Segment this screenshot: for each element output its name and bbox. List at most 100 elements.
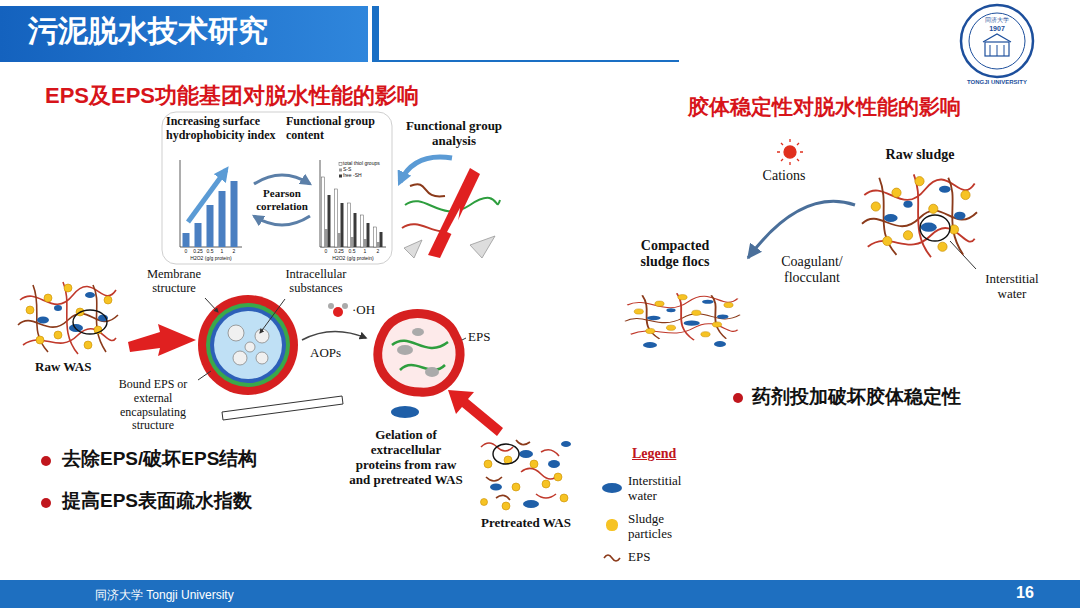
hydroxyl-radical xyxy=(328,303,334,309)
eps-gel xyxy=(412,328,424,336)
eps-gel xyxy=(400,365,445,370)
legend-heading: Legend xyxy=(632,446,692,462)
axis-tick: 0.25 xyxy=(331,249,347,255)
inset-panel: Increasing surface hydrophobicity indexP… xyxy=(162,112,392,264)
footer-text: 同济大学 Tongji University xyxy=(95,589,315,603)
cell-structure xyxy=(214,311,282,379)
cell-structure xyxy=(198,295,298,395)
compacted-floc xyxy=(625,293,740,340)
legend-text: Interstitial water xyxy=(628,474,700,504)
university-logo xyxy=(985,42,1009,56)
axis-tick: 0.5 xyxy=(344,249,360,255)
leader-line xyxy=(198,371,211,380)
cell-structure xyxy=(228,325,269,365)
functional-group-bar-chart xyxy=(380,232,383,247)
raw-was-floc xyxy=(73,310,107,334)
raw-sludge-floc xyxy=(862,174,977,257)
axis-title: H2O2 (g/g protein) xyxy=(318,256,388,262)
functional-group-bar-chart xyxy=(361,215,364,247)
hydroxyl-radical xyxy=(333,307,343,317)
hydrophobicity-bar-chart xyxy=(207,205,214,247)
section-heading: EPS及EPS功能基团对脱水性能的影响 xyxy=(45,83,525,108)
inset-panel xyxy=(162,112,392,264)
leader-line xyxy=(260,299,285,333)
functional-group-analysis-art xyxy=(410,184,445,196)
sludge-figure: Raw sludge xyxy=(855,145,985,270)
bullet-text: 去除EPS/破坏EPS结构 xyxy=(62,448,382,470)
functional-group-bar-chart xyxy=(354,213,357,247)
bracket-strip xyxy=(222,396,343,420)
university-logo xyxy=(961,5,1033,77)
chart-legend-text: total thiol groups xyxy=(343,161,387,167)
inset-panel xyxy=(162,112,392,264)
cell-structure xyxy=(206,303,290,387)
functional-group-bar-chart xyxy=(377,242,380,247)
bullet-text: 药剂投加破坏胶体稳定性 xyxy=(752,386,1052,408)
bullet-dot xyxy=(41,456,51,466)
cell-structure xyxy=(210,307,286,383)
part-label: ·OH xyxy=(352,303,382,318)
university-logo xyxy=(983,34,1011,42)
red-arrow xyxy=(128,324,196,356)
functional-group-bar-chart xyxy=(339,163,342,166)
header-band xyxy=(0,6,679,62)
part-label: Intracellular substances xyxy=(270,267,362,296)
functional-group-bar-chart xyxy=(348,203,351,247)
part-label: Bound EPS or external encapsulating stru… xyxy=(100,378,206,433)
logo-text: 1907 xyxy=(982,25,1012,33)
cation-icon xyxy=(784,146,796,158)
legend-swatch xyxy=(602,483,622,493)
footer-band xyxy=(0,580,1080,608)
cell-structure xyxy=(198,295,298,395)
compacted-floc xyxy=(714,341,726,347)
footer-band xyxy=(0,580,1080,608)
functional-group-bar-chart xyxy=(328,195,331,247)
part-label: Cations xyxy=(752,168,816,184)
hydroxyl-radical xyxy=(342,303,348,309)
axis-tick: 1 xyxy=(214,249,230,255)
logo-text: 同济大学 xyxy=(982,17,1012,24)
pretreated-was-floc xyxy=(481,440,572,510)
hydrophobicity-bar-chart xyxy=(183,233,190,247)
bracket-strip xyxy=(222,396,343,420)
legend-eps-line xyxy=(604,555,620,561)
university-logo xyxy=(961,5,1033,77)
node-text: Functional group content xyxy=(286,115,388,143)
functional-group-bar-chart xyxy=(335,189,338,247)
functional-group-bar-chart xyxy=(339,169,342,172)
aops-arrow xyxy=(302,331,366,340)
functional-group-bar-chart xyxy=(364,239,367,247)
hydrophobicity-bar-chart xyxy=(180,160,242,247)
compacted-floc xyxy=(643,342,657,348)
leader-line xyxy=(198,241,976,380)
eps-gel xyxy=(425,367,439,377)
functional-group-bar-chart xyxy=(320,160,386,247)
hydroxyl-radical xyxy=(328,303,348,317)
cell-structure xyxy=(233,351,247,365)
axis-tick: 0.25 xyxy=(190,249,206,255)
sludge-figure: Pretreated WAS xyxy=(470,428,582,536)
functional-group-bar-chart xyxy=(341,203,344,247)
university-logo xyxy=(990,45,1004,56)
header-band xyxy=(379,60,679,62)
axis-title: H2O2 (g/g protein) xyxy=(176,256,246,262)
functional-group-bar-chart xyxy=(322,177,325,247)
pretreated-was-floc xyxy=(481,440,572,510)
hydrophobicity-bar-chart xyxy=(231,181,238,247)
eps-gel xyxy=(397,345,413,355)
bullet-dot xyxy=(41,498,51,508)
functional-group-bar-chart xyxy=(328,175,383,248)
red-arrow xyxy=(128,324,196,356)
cell-structure xyxy=(245,342,255,352)
functional-group-analysis-art xyxy=(400,157,500,258)
axis-tick: 0 xyxy=(318,249,334,255)
cell-structure xyxy=(228,325,244,341)
cation-icon xyxy=(777,139,803,165)
sludge-figure: Compacted sludge flocs xyxy=(618,238,748,350)
chart-legend-text: free -SH xyxy=(343,173,387,179)
node-heading: Raw WAS xyxy=(35,360,115,375)
slide-title: 污泥脱水技术研究 xyxy=(28,14,358,49)
functional-group-analysis-art xyxy=(447,208,460,236)
eps-gel xyxy=(378,314,460,418)
